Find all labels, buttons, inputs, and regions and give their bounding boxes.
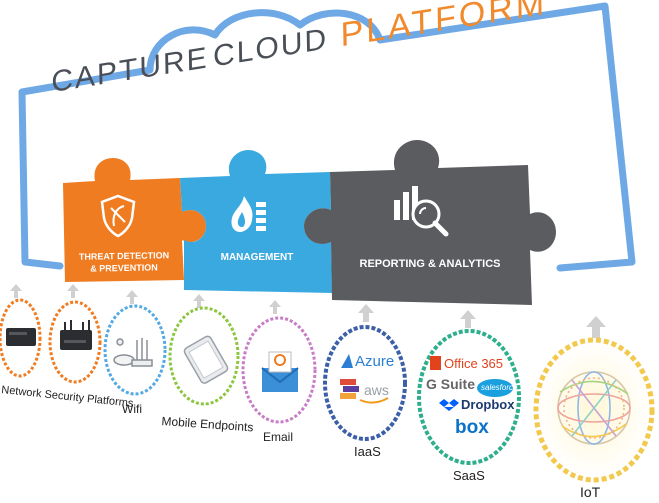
- threat-detection-label: THREAT DETECTION & PREVENTION: [72, 249, 176, 275]
- reporting-analytics-label: REPORTING & ANALYTICS: [359, 258, 501, 270]
- analytics-magnifier-icon: [394, 186, 449, 237]
- caption-iaas: IaaS: [354, 444, 381, 459]
- aws-stack-icon: [340, 379, 389, 404]
- salesforce-logo-text: salesforce: [481, 383, 518, 392]
- email-envelope-icon: [261, 351, 299, 392]
- firewall-appliance-icon: [6, 320, 92, 350]
- caption-email: Email: [263, 430, 294, 444]
- aws-logo-text: aws: [364, 382, 389, 398]
- globe-network-icon: [557, 371, 631, 445]
- box-logo-text: box: [455, 417, 489, 438]
- ring-saas: [417, 329, 521, 465]
- caption-wifi: Wifi: [122, 402, 142, 416]
- dropbox-logo-text: Dropbox: [461, 397, 515, 412]
- management-label: MANAGEMENT: [220, 252, 294, 263]
- threat-detection-piece: [63, 158, 206, 282]
- wireless-access-point-icon: [113, 338, 153, 367]
- threat-label-line1: THREAT DETECTION: [78, 250, 170, 262]
- office365-logo-icon: [430, 356, 441, 370]
- azure-logo-text: Azure: [355, 353, 395, 370]
- ring-iot: [533, 337, 655, 483]
- caption-saas: SaaS: [453, 468, 485, 483]
- cloud-frame: [18, 2, 636, 272]
- firewall-flame-icon: [231, 196, 266, 232]
- shield-icon: [100, 194, 136, 238]
- ring-iaas: [323, 325, 407, 441]
- gsuite-logo-text: G Suite: [426, 376, 476, 392]
- connector-arrows: [10, 284, 606, 338]
- dropbox-logo-icon: [439, 399, 459, 411]
- smartphone-icon: [183, 335, 229, 384]
- caption-iot: IoT: [580, 484, 601, 500]
- ring-wifi: [103, 304, 167, 396]
- azure-logo-icon: [341, 354, 353, 368]
- threat-label-line2: & PREVENTION: [90, 262, 158, 274]
- salesforce-cloud-icon: [477, 379, 513, 397]
- office365-logo-text: Office 365: [444, 356, 504, 371]
